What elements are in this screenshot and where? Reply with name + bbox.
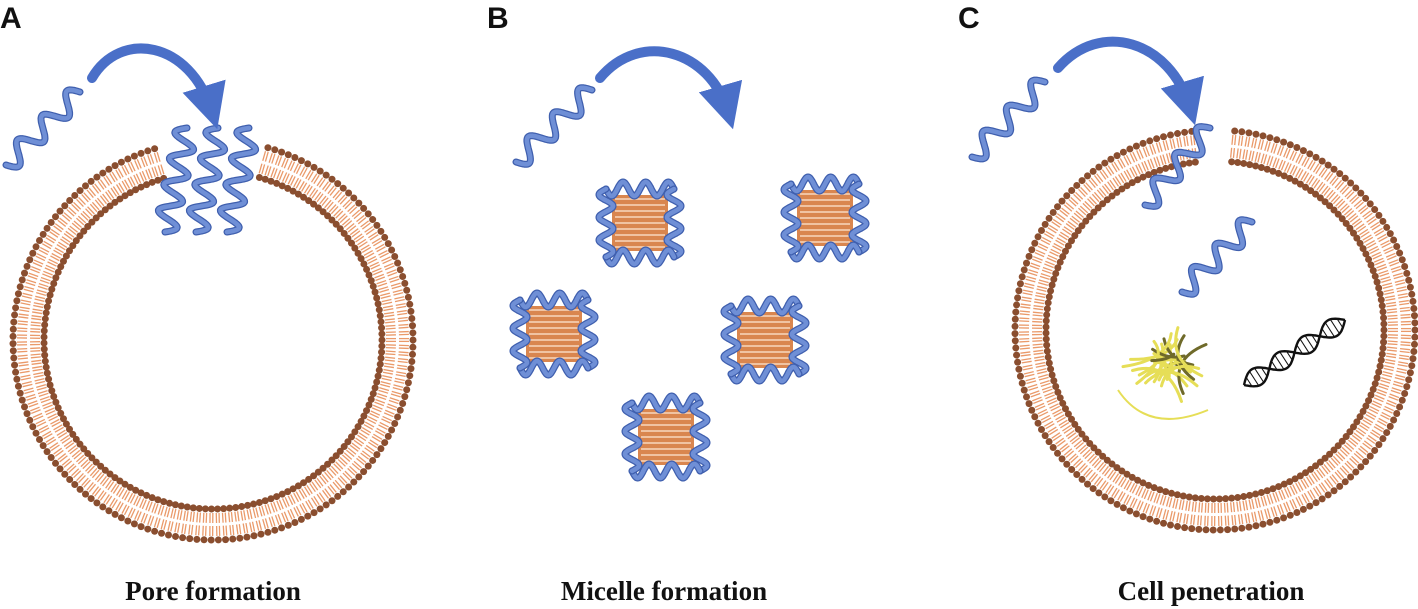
micelle-icon bbox=[526, 306, 582, 362]
helix-peptide-icon bbox=[968, 76, 1049, 163]
caption-pore-formation: Pore formation bbox=[125, 576, 301, 606]
helix-peptide-icon bbox=[2, 86, 84, 171]
helix-peptide-icon bbox=[727, 295, 803, 317]
helix-peptide-icon bbox=[577, 296, 599, 372]
helix-peptide-icon bbox=[512, 84, 596, 168]
helix-peptide-icon bbox=[628, 392, 704, 414]
helix-peptide-icon bbox=[516, 289, 592, 311]
helix-peptide-icon bbox=[595, 185, 617, 261]
panel-b-label: B bbox=[487, 2, 509, 35]
caption-cell-penetration: Cell penetration bbox=[1117, 576, 1305, 606]
helix-peptide-icon bbox=[848, 180, 870, 256]
protein-icon bbox=[1117, 326, 1209, 420]
lipid-bilayer-icon bbox=[9, 144, 417, 544]
helix-peptide-icon bbox=[602, 178, 678, 200]
helix-peptide-icon bbox=[787, 173, 863, 195]
helix-peptide-icon bbox=[602, 246, 678, 268]
curved-arrow-icon bbox=[1053, 36, 1204, 126]
membranes-layer bbox=[9, 127, 1418, 544]
curved-arrow-icon bbox=[87, 43, 226, 130]
helix-peptide-icon bbox=[720, 302, 742, 378]
helix-peptide-icon bbox=[1141, 123, 1214, 210]
micelle-icon bbox=[737, 312, 793, 368]
helix-peptide-icon bbox=[727, 363, 803, 385]
micelle-icon bbox=[612, 195, 668, 251]
lipid-bilayer-icon bbox=[1011, 127, 1418, 534]
arrows-layer bbox=[87, 36, 1204, 130]
dna-icon bbox=[1242, 317, 1347, 388]
helix-peptide-icon bbox=[787, 241, 863, 263]
panel-a-label: A bbox=[0, 2, 22, 35]
diagram-svg bbox=[2, 36, 1418, 544]
panel-c-label: C bbox=[958, 2, 980, 35]
helix-peptide-icon bbox=[628, 460, 704, 482]
helix-peptide-icon bbox=[509, 296, 531, 372]
helix-peptide-icon bbox=[663, 185, 685, 261]
curved-arrow-icon bbox=[595, 46, 743, 130]
helix-peptide-icon bbox=[780, 180, 802, 256]
peptides-layer bbox=[2, 76, 1256, 482]
caption-micelle-formation: Micelle formation bbox=[560, 576, 768, 606]
helix-peptide-icon bbox=[185, 124, 229, 236]
micelles-layer bbox=[526, 190, 853, 465]
helix-peptide-icon bbox=[1178, 216, 1256, 298]
helix-peptide-icon bbox=[154, 124, 198, 236]
helix-peptide-icon bbox=[621, 399, 643, 475]
helix-peptide-icon bbox=[516, 357, 592, 379]
helix-peptide-icon bbox=[689, 399, 711, 475]
helix-peptide-icon bbox=[788, 302, 810, 378]
micelle-icon bbox=[797, 190, 853, 246]
cargo-layer bbox=[1117, 317, 1347, 420]
micelle-icon bbox=[638, 409, 694, 465]
helix-peptide-icon bbox=[216, 124, 260, 236]
